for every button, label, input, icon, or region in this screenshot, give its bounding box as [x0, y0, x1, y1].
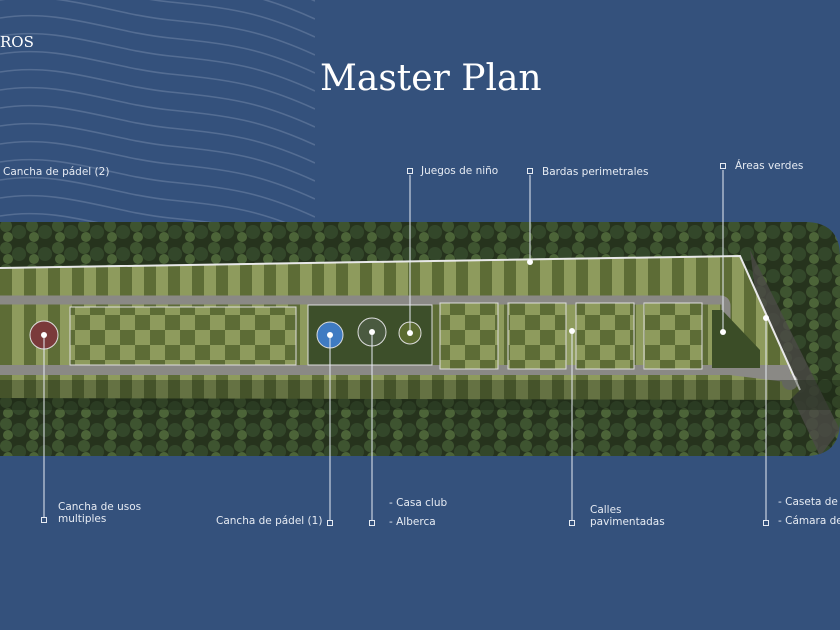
- callout-green-areas: Áreas verdes: [735, 160, 804, 172]
- lot-block: [69, 306, 297, 366]
- callout-perimeter-walls: Bardas perimetrales: [542, 166, 649, 178]
- callout-line: multiples: [58, 513, 107, 525]
- callout-pool: - Alberca: [389, 516, 436, 528]
- pool: [357, 317, 387, 347]
- access-road: [750, 250, 840, 456]
- callout-guard-house: - Caseta de v: [778, 496, 840, 508]
- wave-pattern: [0, 0, 315, 225]
- green-area: [712, 310, 760, 368]
- callout-playground: Juegos de niño: [421, 165, 499, 177]
- callout-line: Cancha de usos: [58, 501, 142, 513]
- callout-padel-court-1: Cancha de pádel (1): [216, 515, 323, 527]
- master-plan-aerial-map: [0, 222, 840, 456]
- main-road-upper: [0, 295, 791, 383]
- callout-paved-streets: Calles pavimentadas: [590, 504, 665, 528]
- brand-logo: ROS: [0, 33, 34, 51]
- callout-camera: - Cámara de: [778, 515, 840, 527]
- callout-multi-court: Cancha de usos multiples: [58, 501, 141, 525]
- callout-line: Calles: [590, 504, 622, 516]
- callout-club-house: - Casa club: [389, 497, 448, 509]
- page-title: Master Plan: [320, 58, 542, 99]
- callout-padel-court-2: Cancha de pádel (2): [3, 166, 110, 178]
- perimeter-wall: [0, 254, 801, 391]
- padel-court-1: [316, 321, 344, 349]
- callout-line: pavimentadas: [590, 516, 665, 528]
- multi-court: [29, 320, 59, 350]
